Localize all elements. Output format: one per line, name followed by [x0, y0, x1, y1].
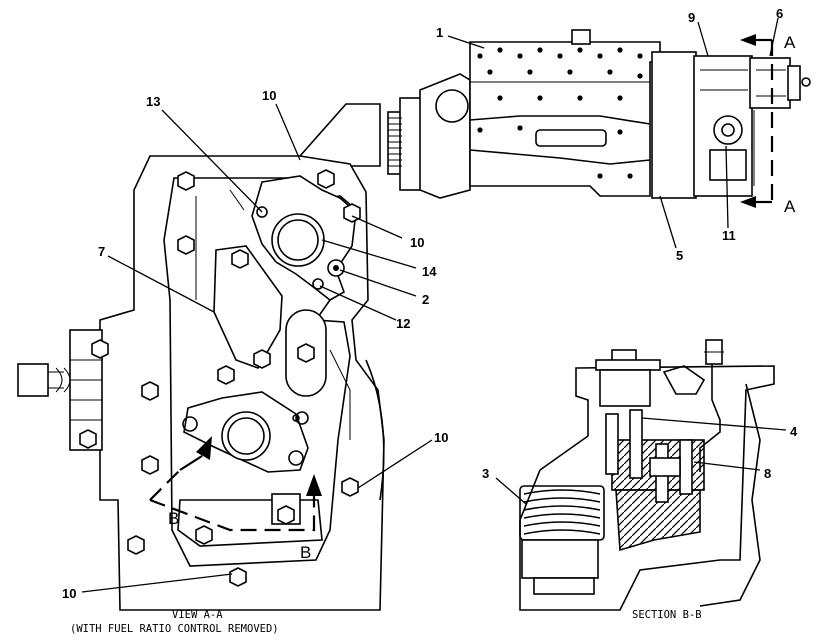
- callout-3: 3: [482, 466, 489, 481]
- callout-10-top: 10: [262, 88, 276, 103]
- callout-10-bottom: 10: [62, 586, 76, 601]
- callout-6: 6: [776, 6, 783, 21]
- callout-7: 7: [98, 244, 105, 259]
- callout-9: 9: [688, 10, 695, 25]
- section-b-b-view: [519, 339, 775, 611]
- callout-14: 14: [422, 264, 437, 279]
- pump-side-view: [387, 29, 811, 199]
- callout-2: 2: [422, 292, 429, 307]
- callout-leaders: [81, 17, 787, 593]
- section-a-a-line: [740, 34, 774, 208]
- caption-view-aa-note: (WITH FUEL RATIO CONTROL REMOVED): [70, 623, 279, 635]
- section-mark-a-top: A: [784, 33, 796, 52]
- section-mark-a-bottom: A: [784, 197, 796, 216]
- view-a-a: [17, 103, 385, 611]
- section-mark-b-left: B: [168, 509, 179, 528]
- callout-12: 12: [396, 316, 410, 331]
- caption-view-aa: VIEW A-A: [172, 609, 223, 621]
- callout-10-right-lower: 10: [434, 430, 448, 445]
- section-b-b-line: [149, 436, 322, 532]
- section-mark-b-right: B: [300, 543, 311, 562]
- callout-10-right-upper: 10: [410, 235, 424, 250]
- callout-11: 11: [722, 228, 736, 243]
- caption-section-bb: SECTION B-B: [632, 609, 702, 621]
- callout-1: 1: [436, 25, 443, 40]
- callout-4: 4: [790, 424, 798, 439]
- callout-13: 13: [146, 94, 160, 109]
- callout-8: 8: [764, 466, 771, 481]
- callout-5: 5: [676, 248, 683, 263]
